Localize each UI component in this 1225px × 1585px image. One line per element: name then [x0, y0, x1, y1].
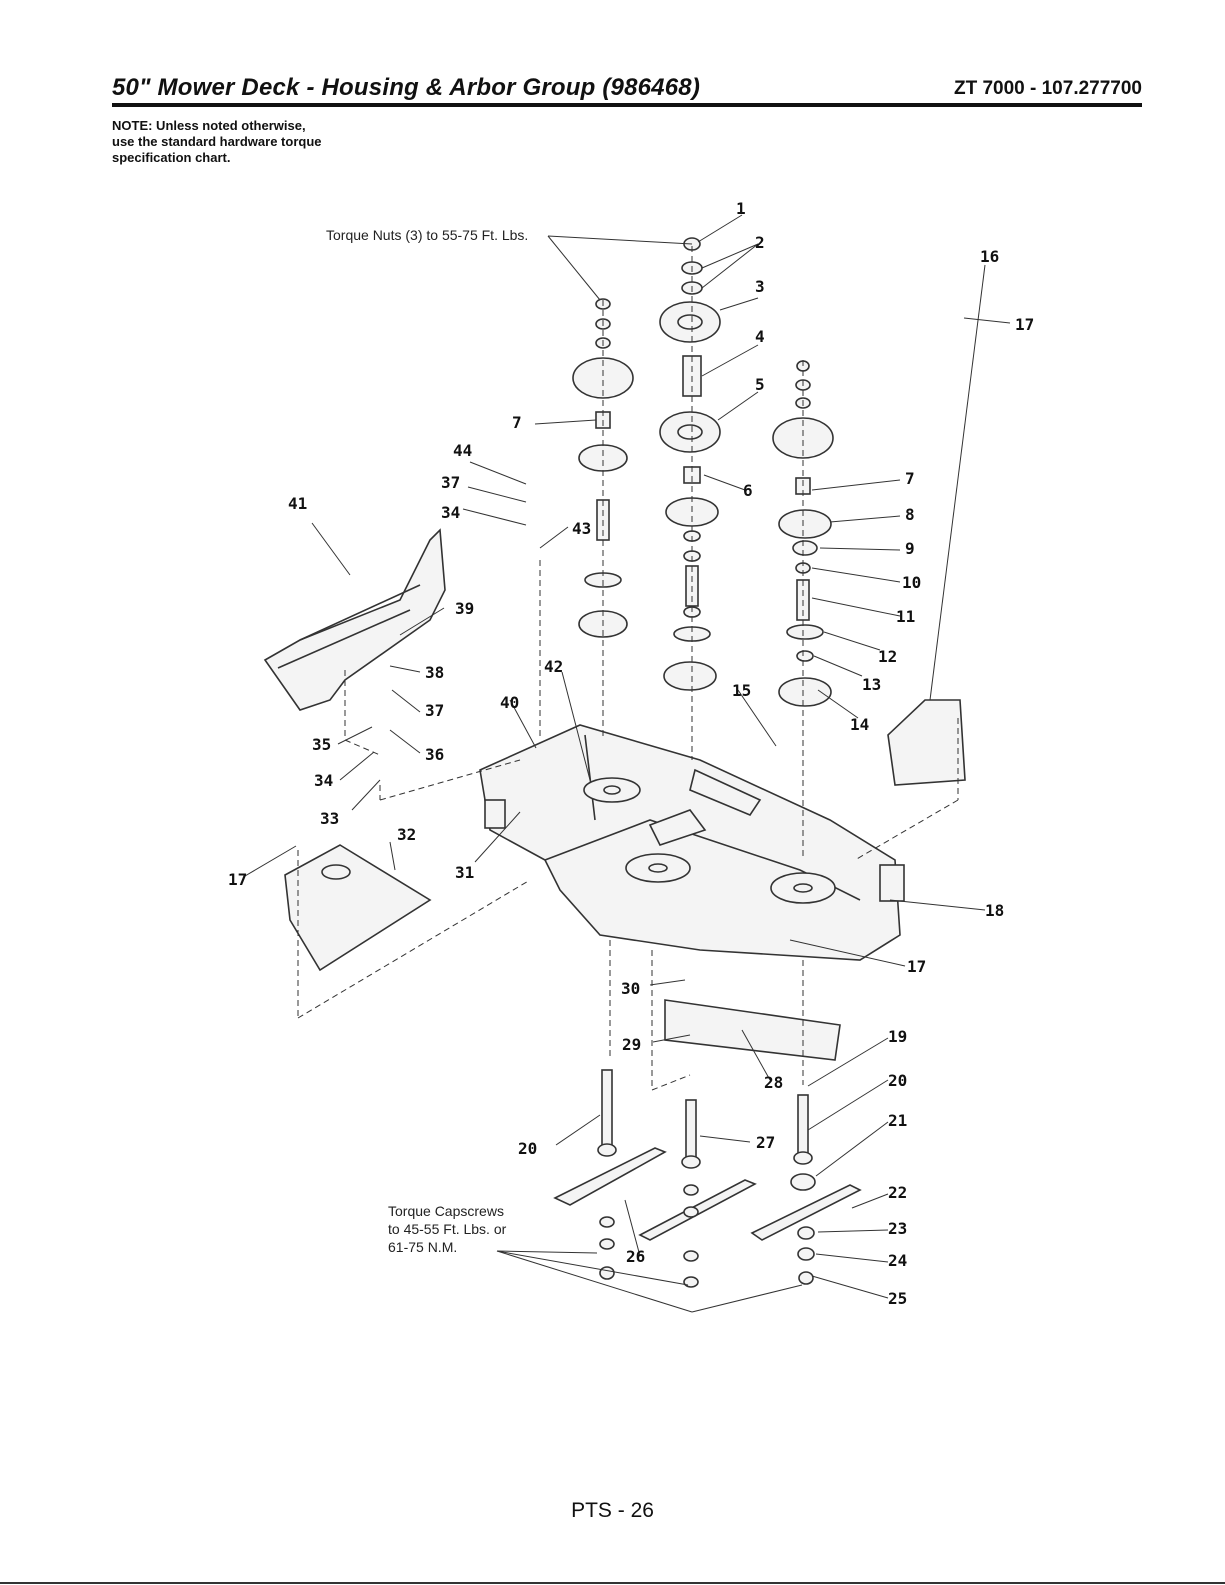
callout-26: 26: [626, 1247, 645, 1266]
callout-11: 11: [896, 607, 915, 626]
callout-14: 14: [850, 715, 869, 734]
torque-nuts-note: Torque Nuts (3) to 55-75 Ft. Lbs.: [326, 227, 528, 243]
callout-7: 7: [512, 413, 522, 432]
callout-32: 32: [397, 825, 416, 844]
spindle-shaft-left: [601, 1069, 613, 1151]
callout-17-bottom: 17: [907, 957, 926, 976]
callout-17-right: 17: [1015, 315, 1034, 334]
callout-8: 8: [905, 505, 915, 524]
callout-42: 42: [544, 657, 563, 676]
callout-34-upper: 34: [441, 503, 460, 522]
callout-20-left: 20: [518, 1139, 537, 1158]
callout-29: 29: [622, 1035, 641, 1054]
callout-34-lower: 34: [314, 771, 333, 790]
callout-19: 19: [888, 1027, 907, 1046]
callout-33: 33: [320, 809, 339, 828]
callout-16: 16: [980, 247, 999, 266]
bottom-rule: [0, 1582, 1225, 1584]
leader-lines: [244, 214, 1011, 1313]
callout-7-right: 7: [905, 469, 915, 488]
callout-31: 31: [455, 863, 474, 882]
callout-13: 13: [862, 675, 881, 694]
callout-25: 25: [888, 1289, 907, 1308]
callout-23: 23: [888, 1219, 907, 1238]
callout-40: 40: [500, 693, 519, 712]
callout-labels: 1 2 3 4 5 6 7 7 8 9 10 11 12 13 14 15 16…: [228, 199, 1034, 1308]
baffle: [664, 999, 841, 1061]
right-belt-cover: [887, 699, 966, 786]
spindle-shaft-right: [797, 1094, 809, 1156]
torque-capscrews-line-3: 61-75 N.M.: [388, 1239, 457, 1255]
callout-17-left: 17: [228, 870, 247, 889]
parts-artwork: [263, 237, 966, 1288]
left-belt-cover: [284, 844, 432, 972]
callout-41: 41: [288, 494, 307, 513]
callout-12: 12: [878, 647, 897, 666]
header-rule: [112, 103, 1142, 107]
callout-35: 35: [312, 735, 331, 754]
torque-capscrews-line-2: to 45-55 Ft. Lbs. or: [388, 1221, 507, 1237]
page-title: 50" Mower Deck - Housing & Arbor Group (…: [112, 74, 701, 101]
torque-note: NOTE: Unless noted otherwise, use the st…: [112, 118, 322, 165]
blade-right: [750, 1184, 862, 1241]
callout-15: 15: [732, 681, 751, 700]
callout-20-right: 20: [888, 1071, 907, 1090]
callout-36: 36: [425, 745, 444, 764]
callout-2: 2: [755, 233, 765, 252]
callout-30: 30: [621, 979, 640, 998]
callout-22: 22: [888, 1183, 907, 1202]
callout-6: 6: [743, 481, 753, 500]
callout-18: 18: [985, 901, 1004, 920]
callout-24: 24: [888, 1251, 907, 1270]
model-number: ZT 7000 - 107.277700: [953, 78, 1142, 99]
callout-21: 21: [888, 1111, 907, 1130]
discharge-chute: [263, 528, 446, 711]
spindle-shaft-center: [685, 1099, 697, 1161]
torque-annotations: Torque Nuts (3) to 55-75 Ft. Lbs. Torque…: [326, 227, 528, 1255]
callout-43: 43: [572, 519, 591, 538]
blade-left: [553, 1147, 667, 1206]
assembly-lines: [297, 246, 959, 1091]
callout-5: 5: [755, 375, 765, 394]
deck-housing: [479, 724, 901, 961]
callout-38: 38: [425, 663, 444, 682]
callout-10: 10: [902, 573, 921, 592]
callout-3: 3: [755, 277, 765, 296]
callout-1: 1: [736, 199, 746, 218]
page-number: PTS - 26: [571, 1499, 654, 1522]
callout-28: 28: [764, 1073, 783, 1092]
callout-39: 39: [455, 599, 474, 618]
callout-44: 44: [453, 441, 472, 460]
callout-4: 4: [755, 327, 765, 346]
callout-9: 9: [905, 539, 915, 558]
torque-capscrews-line-1: Torque Capscrews: [388, 1203, 504, 1219]
callout-37-upper: 37: [441, 473, 460, 492]
callout-37-lower: 37: [425, 701, 444, 720]
callout-27: 27: [756, 1133, 775, 1152]
